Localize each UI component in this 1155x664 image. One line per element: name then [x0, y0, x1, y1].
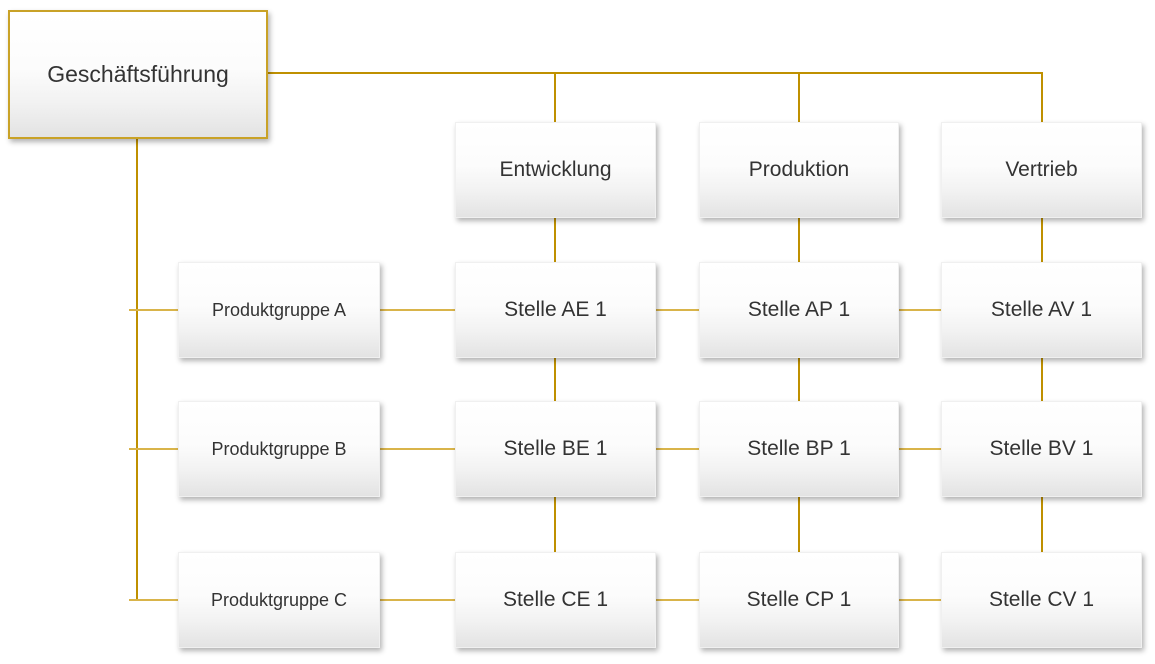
- header-label-produktion: Produktion: [748, 158, 850, 181]
- cell-box-stelle-be-1: Stelle BE 1: [455, 401, 656, 497]
- connector-root-horizontal: [268, 72, 1043, 74]
- cell-label-stelle-cv-1: Stelle CV 1: [988, 588, 1095, 611]
- cell-label-stelle-bv-1: Stelle BV 1: [989, 437, 1094, 460]
- cell-box-stelle-ap-1: Stelle AP 1: [699, 262, 899, 358]
- cell-label-stelle-be-1: Stelle BE 1: [503, 437, 608, 460]
- row-label-produktgruppe-a: Produktgruppe A: [211, 299, 347, 320]
- cell-box-stelle-av-1: Stelle AV 1: [941, 262, 1142, 358]
- cell-box-stelle-bv-1: Stelle BV 1: [941, 401, 1142, 497]
- row-label-produktgruppe-b: Produktgruppe B: [211, 438, 347, 459]
- header-box-produktion: Produktion: [699, 122, 899, 218]
- cell-label-stelle-ap-1: Stelle AP 1: [747, 298, 851, 321]
- row-label-box-produktgruppe-c: Produktgruppe C: [178, 552, 380, 648]
- header-box-vertrieb: Vertrieb: [941, 122, 1142, 218]
- connector-root-left-rail: [136, 139, 138, 601]
- header-box-entwicklung: Entwicklung: [455, 122, 656, 218]
- cell-box-stelle-cv-1: Stelle CV 1: [941, 552, 1142, 648]
- cell-label-stelle-ae-1: Stelle AE 1: [504, 298, 607, 321]
- row-label-box-produktgruppe-b: Produktgruppe B: [178, 401, 380, 497]
- cell-box-stelle-cp-1: Stelle CP 1: [699, 552, 899, 648]
- cell-label-stelle-ce-1: Stelle CE 1: [502, 588, 609, 611]
- cell-label-stelle-av-1: Stelle AV 1: [990, 298, 1093, 321]
- row-label-box-produktgruppe-a: Produktgruppe A: [178, 262, 380, 358]
- root-box-label: Geschäftsführung: [47, 61, 229, 87]
- header-label-entwicklung: Entwicklung: [499, 158, 612, 181]
- cell-box-stelle-ae-1: Stelle AE 1: [455, 262, 656, 358]
- header-label-vertrieb: Vertrieb: [1005, 158, 1078, 181]
- cell-box-stelle-ce-1: Stelle CE 1: [455, 552, 656, 648]
- root-box-geschaeftsfuehrung: Geschäftsführung: [8, 10, 268, 139]
- row-label-produktgruppe-c: Produktgruppe C: [210, 589, 348, 610]
- cell-label-stelle-cp-1: Stelle CP 1: [746, 588, 852, 611]
- cell-label-stelle-bp-1: Stelle BP 1: [747, 437, 851, 460]
- cell-box-stelle-bp-1: Stelle BP 1: [699, 401, 899, 497]
